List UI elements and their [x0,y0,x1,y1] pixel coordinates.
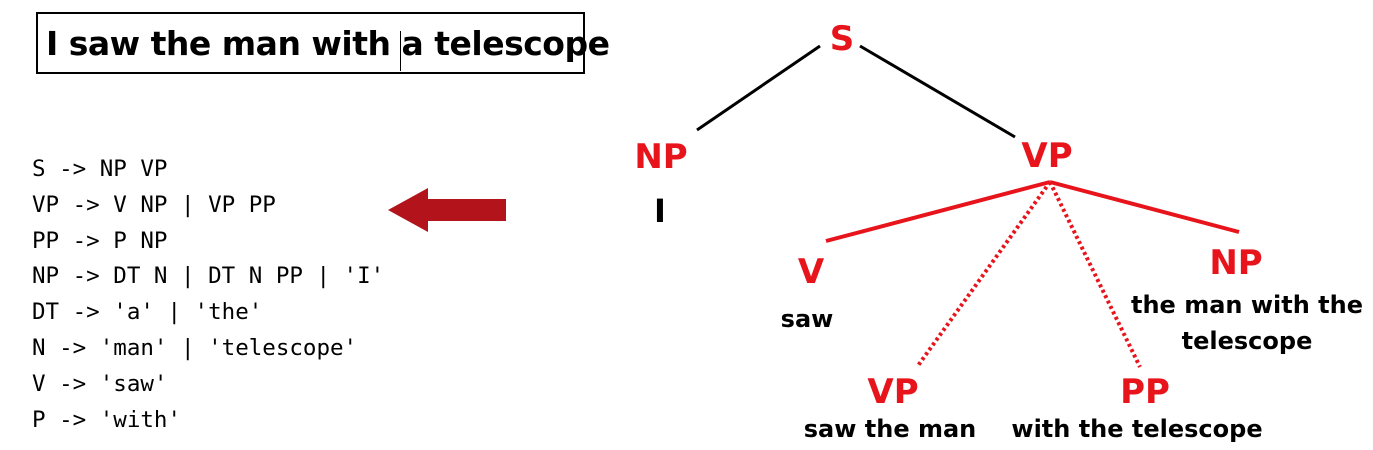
leaf-i: I [654,192,666,230]
grammar-rule: VP -> V NP | VP PP [32,191,276,218]
node-vp-top: VP [1021,136,1072,176]
node-np-object: NP [1209,243,1262,283]
edge-vp-v [825,180,1051,243]
edge-vp-np [1049,180,1240,234]
node-s: S [830,19,855,59]
leaf-np-object-line1: the man with the [1131,291,1363,319]
leaf-saw-the-man: saw the man [804,415,977,443]
edge-vp-pp-dotted [1048,181,1142,368]
grammar-rule: DT -> 'a' | 'the' [32,299,263,326]
grammar-rule: S -> NP VP [32,156,168,182]
node-v: V [798,252,825,292]
leaf-saw: saw [781,305,834,333]
grammar-rule: P -> 'with' [32,406,182,433]
grammar-rule: V -> 'saw' [32,370,168,397]
left-arrow-icon [388,188,506,232]
edge-s-np [696,44,821,132]
grammar-rule: PP -> P NP [32,227,168,254]
grammar-rules: S -> NP VP VP -> V NP | VP PP PP -> P NP… [32,152,384,438]
edge-vp-vp-dotted [915,180,1052,369]
sentence-text: I saw the man with a telescope [46,24,610,63]
node-pp-alt: PP [1120,372,1170,412]
leaf-with-the-telescope: with the telescope [1011,415,1262,443]
sentence-box[interactable]: I saw the man with a telescope [36,12,610,74]
node-vp-alt: VP [867,372,918,412]
grammar-rule: NP -> DT N | DT N PP | 'I' [32,263,385,290]
grammar-rule: N -> 'man' | 'telescope' [32,334,358,361]
leaf-np-object-line2: telescope [1182,327,1313,355]
text-cursor [400,31,401,71]
node-np-subject: NP [634,137,687,177]
edge-s-vp [859,44,1016,139]
